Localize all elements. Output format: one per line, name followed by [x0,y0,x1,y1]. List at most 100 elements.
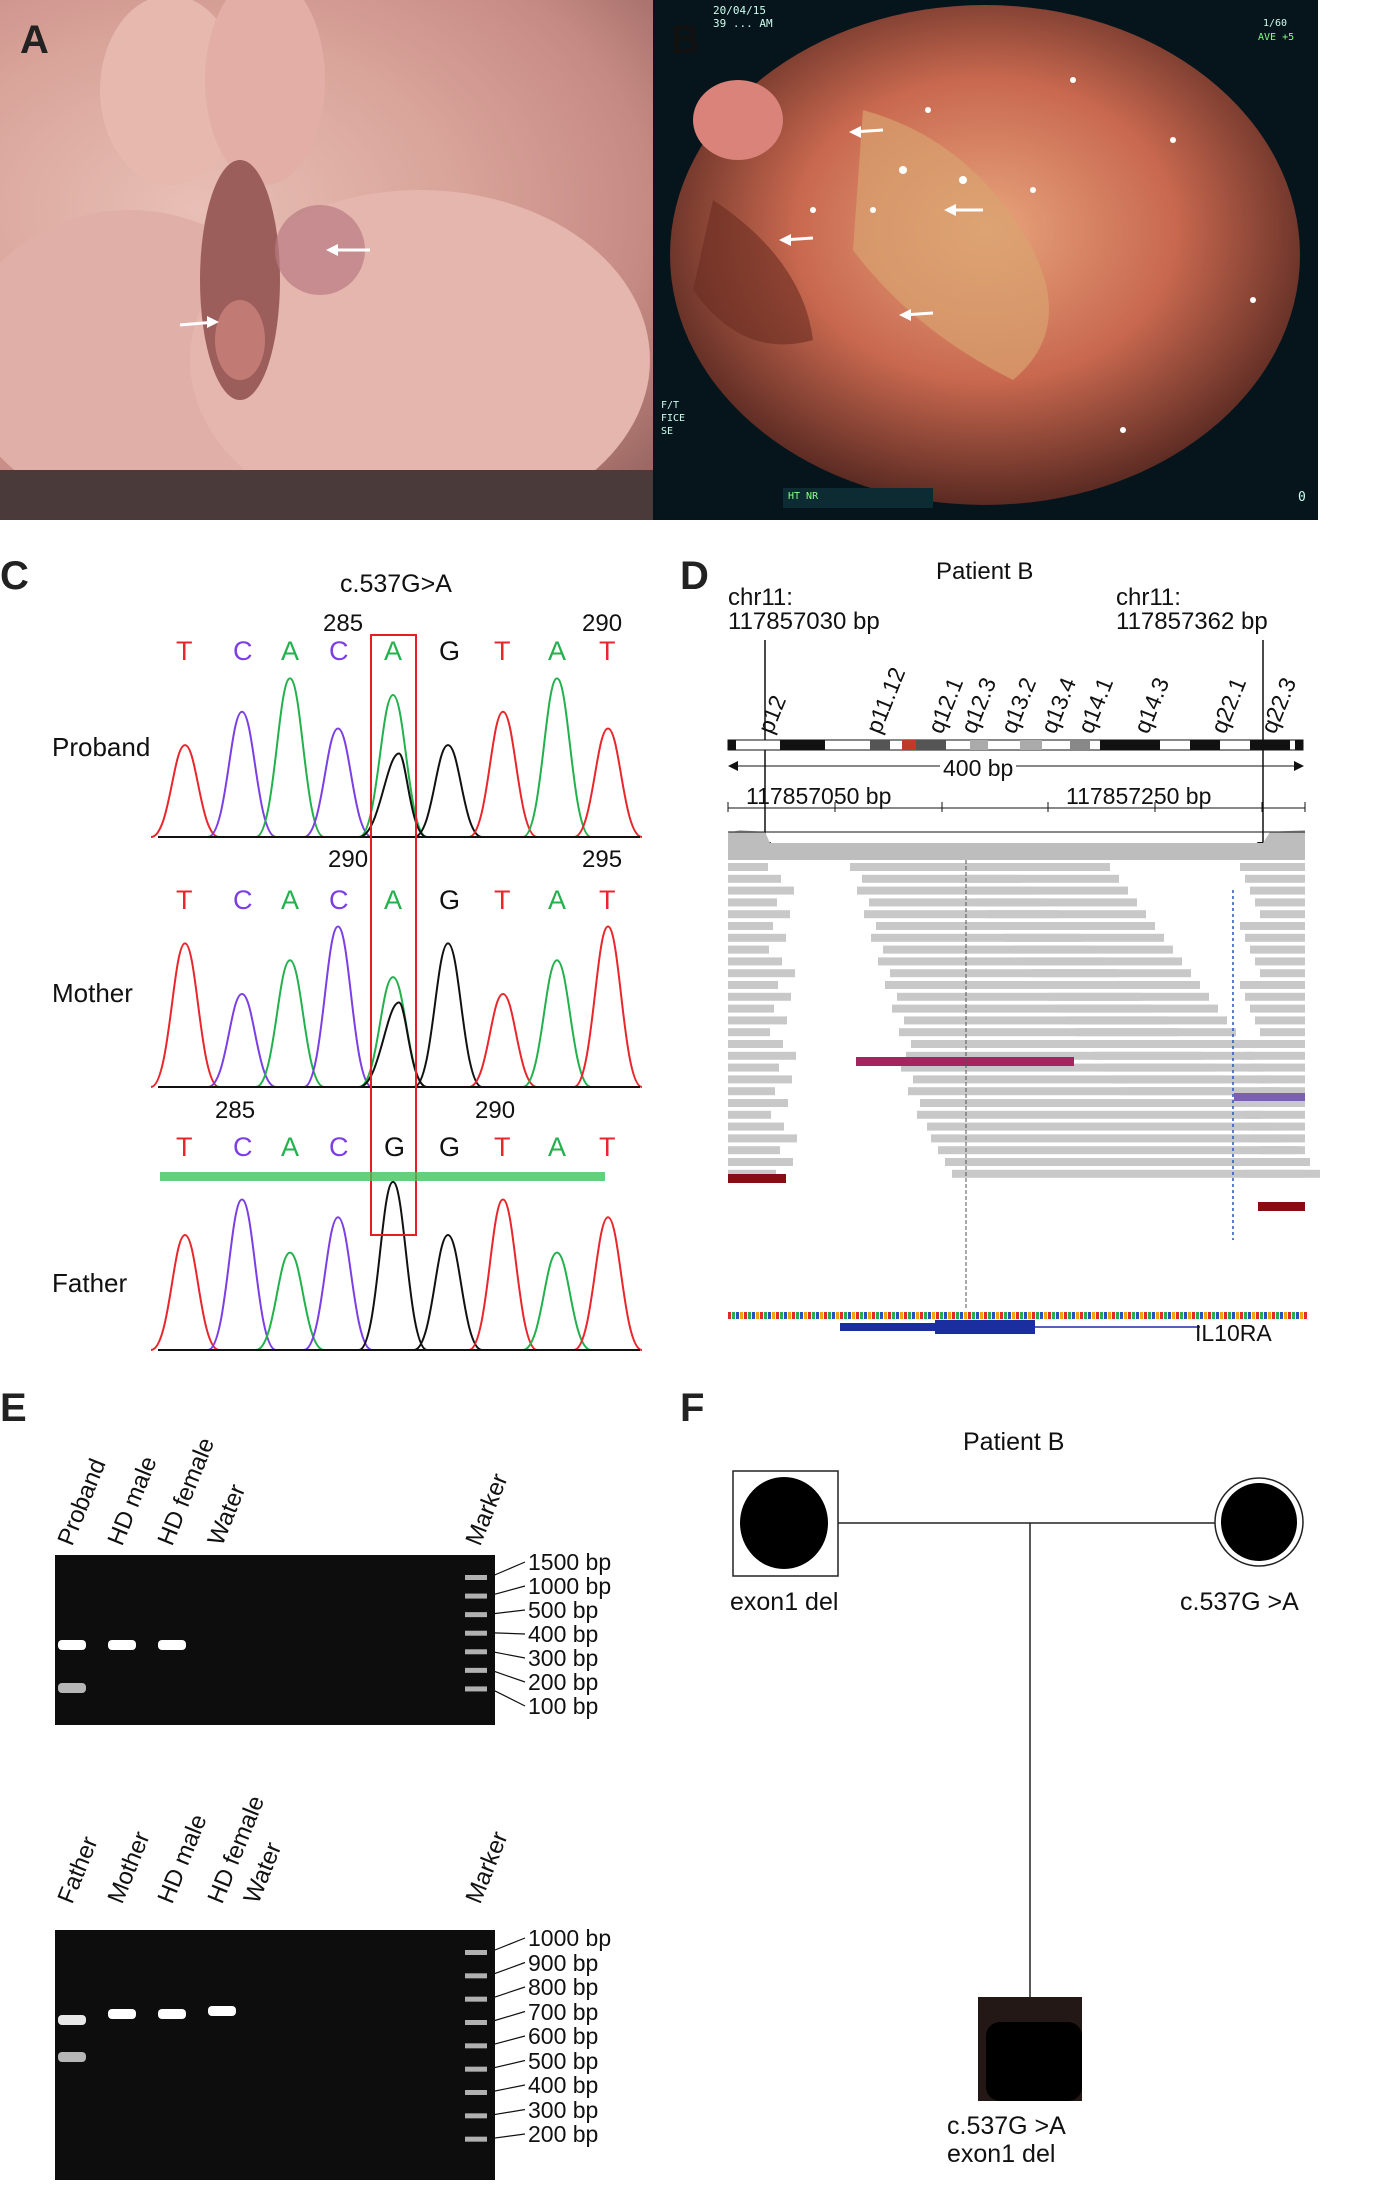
chromatogram-peak [413,942,483,1088]
gel-lane-label: Mother [103,1828,156,1907]
marker-size-label: 400 bp [528,2072,599,2098]
chromatogram-peak [207,1198,277,1351]
marker-leader-line [489,1986,526,2000]
panel-f: F Patient B exon1 del c.537G >A c.537G >… [680,1370,1377,2187]
reference-sequence-base [1188,1312,1191,1319]
read-bar [1260,1028,1305,1037]
read-bar [913,1075,1226,1084]
reference-sequence-base [924,1312,927,1319]
ideogram-band [902,740,916,750]
chromatogram-peak [303,727,373,838]
marker-band [465,1667,487,1673]
reference-sequence-base [824,1312,827,1319]
clinical-photo-drawing [0,0,653,520]
pedigree-title: Patient B [963,1428,1065,1456]
marker-size-label: 1500 bp [528,1549,612,1575]
reference-sequence-base [896,1312,899,1319]
marker-size-label: 700 bp [528,1998,599,2025]
marker-leader-line [489,1609,526,1615]
marker-band [465,1649,487,1655]
read-bar [1250,1004,1305,1013]
reference-sequence-base [1024,1312,1027,1319]
reference-sequence-base [1252,1312,1255,1319]
reference-sequence-base [1164,1312,1167,1319]
reference-sequence-base [1196,1312,1199,1319]
read-bar [1255,898,1305,907]
ideogram-band-label: q14.3 [1129,674,1175,737]
reference-sequence-base [1272,1312,1275,1319]
proband-pos-right: 290 [582,610,623,637]
osd-left-1: F/T [661,400,680,411]
marker-size-label: 500 bp [528,1597,599,1623]
base-letter: T [176,885,193,915]
reference-sequence-base [1244,1312,1247,1319]
base-letter: T [176,636,193,666]
reference-sequence-base [944,1312,947,1319]
reference-sequence-base [964,1312,967,1319]
read-bar [728,933,786,942]
read-bar [728,1146,780,1155]
reference-sequence-base [980,1312,983,1319]
reference-sequence-base [812,1312,815,1319]
read-bar [986,910,1146,919]
read-bar [1240,1040,1305,1048]
reference-sequence-base [1284,1312,1287,1319]
reference-sequence-base [1156,1312,1159,1319]
marker-band [465,1686,487,1692]
marker-band [465,1996,487,2002]
read-bar [1076,1028,1236,1037]
reference-sequence-base [1236,1312,1239,1319]
chromatogram-peak [468,1198,538,1351]
read-bar [862,874,1022,883]
reference-sequence-base [1136,1312,1139,1319]
gel-band [58,1683,86,1693]
reference-sequence-base [1052,1312,1055,1319]
reference-sequence-base [860,1312,863,1319]
reference-sequence-base [732,1312,735,1319]
base-letter: C [233,1132,253,1162]
reference-sequence-base [1092,1312,1095,1319]
read-bar [1049,992,1209,1001]
reference-sequence-base [804,1312,807,1319]
reference-sequence-base [1200,1312,1203,1319]
read-bar [885,981,1130,989]
read-bar [1031,969,1191,978]
read-bar [920,1099,1250,1107]
father-quality-bar [160,1172,605,1181]
marker-leader-line [489,1650,526,1659]
marker-leader-line [489,2035,526,2046]
reference-sequence-base [808,1312,811,1319]
read-bar [728,922,773,930]
chromatogram-peak [255,677,325,838]
base-letter: A [384,636,403,666]
reference-sequence-base [832,1312,835,1319]
coverage-track [728,830,1305,860]
read-bar [728,1075,792,1084]
read-bar [1250,945,1305,954]
reference-sequence-base [1172,1312,1175,1319]
child-genotype-1: c.537G >A [947,2112,1066,2140]
marker-leader-line [489,1561,526,1578]
gel-band [58,1640,86,1650]
reference-sequence-base [1064,1312,1067,1319]
reference-sequence-base [840,1312,843,1319]
marker-leader-line [489,2059,526,2070]
read-bar [1240,1158,1305,1166]
read-bar [871,933,1082,942]
marker-size-label: 1000 bp [528,1925,612,1951]
reference-sequence-base [1120,1312,1123,1319]
read-bar [938,1146,1298,1155]
read-bar [1250,1063,1305,1072]
reference-sequence-base [1088,1312,1091,1319]
read-bar [1058,1004,1218,1013]
read-bar [876,922,1070,930]
base-letter: A [281,1132,300,1162]
base-letter: G [384,1132,406,1162]
reference-sequence-base [1264,1312,1267,1319]
read-bar [850,863,1010,871]
reference-sequence-base [1216,1312,1219,1319]
marker-leader-line [489,1937,526,1953]
panel-b: 20/04/15 39 ... AM 1/60 AVE +5 F/T FICE … [653,0,1318,520]
reference-sequence-base [1096,1312,1099,1319]
reference-sequence-base [1112,1312,1115,1319]
